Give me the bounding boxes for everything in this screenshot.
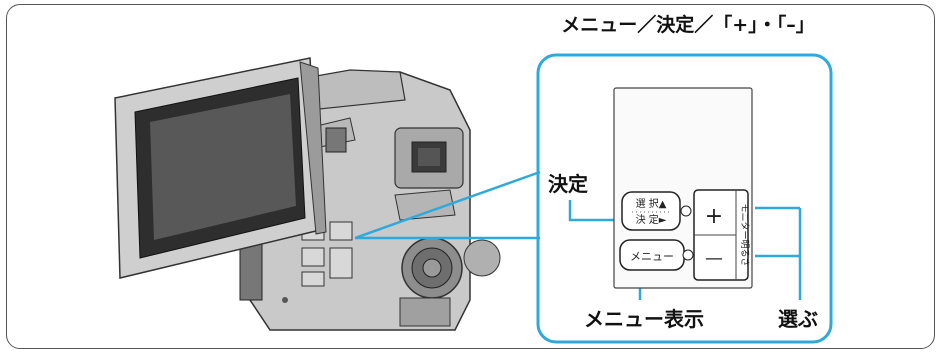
minus-button-label: — (705, 248, 723, 269)
plus-button-label: + (705, 204, 723, 229)
menu-button-label: メニュー (630, 250, 674, 263)
menu-display-callout-label: メニュー表示 (584, 307, 704, 331)
select-decide-button[interactable]: 選 択▲ 決 定► (621, 191, 692, 231)
monitor-brightness-label: モニター明るさ (739, 203, 750, 266)
menu-button[interactable]: メニュー (619, 239, 694, 271)
select-button-label-top: 選 択▲ (636, 197, 667, 210)
brightness-rocker[interactable]: + — モニター明るさ (693, 189, 750, 281)
figure-heading: メニュー／決定／「+」・「–」 (561, 14, 815, 36)
lcd-monitor-illustration (114, 57, 327, 279)
control-panel-zoom-frame (536, 53, 833, 344)
select-callout-label: 選ぶ (778, 307, 818, 331)
select-button-label-bottom: 決 定► (636, 213, 667, 226)
decide-callout-label: 決定 (548, 172, 588, 196)
